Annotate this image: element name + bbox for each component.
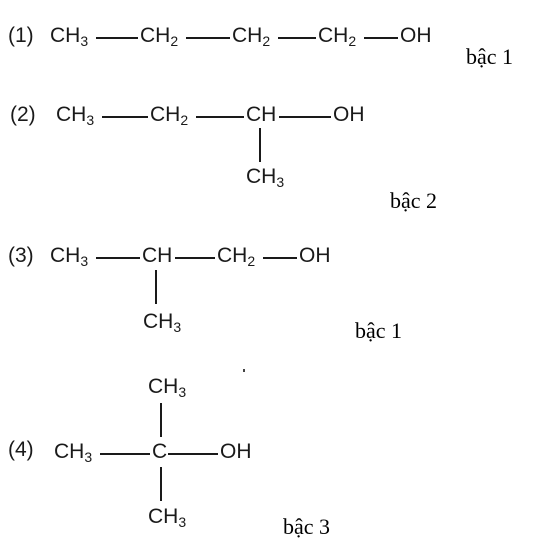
structure-1-ch2-second: CH2 [232,24,271,49]
bond [259,128,261,162]
structure-3-ch3: CH3 [50,244,89,269]
structure-2-ch2: CH2 [150,103,189,128]
bond [155,270,157,304]
structure-4-oh: OH [220,440,252,463]
bond [175,257,215,259]
structure-4-bottom-ch3: CH3 [148,505,187,530]
bond [96,37,138,39]
structure-2-order-label: bậc 2 [390,188,438,213]
bond [160,403,162,437]
bond [96,257,140,259]
stray-mark [243,369,245,372]
bond [278,37,316,39]
structure-4-number: (4) [8,438,34,461]
structure-4-quaternary-c: C [152,440,168,463]
structure-1-ch3: CH3 [50,24,89,49]
bond [263,257,297,259]
structure-1-oh: OH [400,24,432,47]
structure-1-ch2-third: CH2 [318,24,357,49]
bond [364,37,398,39]
structure-3-oh: OH [299,244,331,267]
structure-2-oh: OH [333,103,365,126]
structure-1-number: (1) [8,24,34,47]
structure-3-ch: CH [142,244,173,267]
bond [102,116,148,118]
structure-3-number: (3) [8,244,34,267]
bond [279,116,331,118]
bond [196,116,244,118]
bond [186,37,230,39]
structure-2-ch: CH [246,103,277,126]
structure-2-branch-ch3: CH3 [246,165,285,190]
structure-3-order-label: bậc 1 [355,318,403,343]
structure-3-branch-ch3: CH3 [143,310,182,335]
bond [160,467,162,501]
structure-1-order-label: bậc 1 [466,44,514,69]
structure-1-ch2-first: CH2 [140,24,179,49]
structure-4-top-ch3: CH3 [148,375,187,400]
bond [100,453,150,455]
structure-3-ch2: CH2 [217,244,256,269]
structure-4-order-label: bậc 3 [283,514,331,539]
bond [168,453,218,455]
structure-4-ch3: CH3 [54,440,93,465]
structure-2-number: (2) [10,103,36,126]
structure-2-ch3: CH3 [56,103,95,128]
